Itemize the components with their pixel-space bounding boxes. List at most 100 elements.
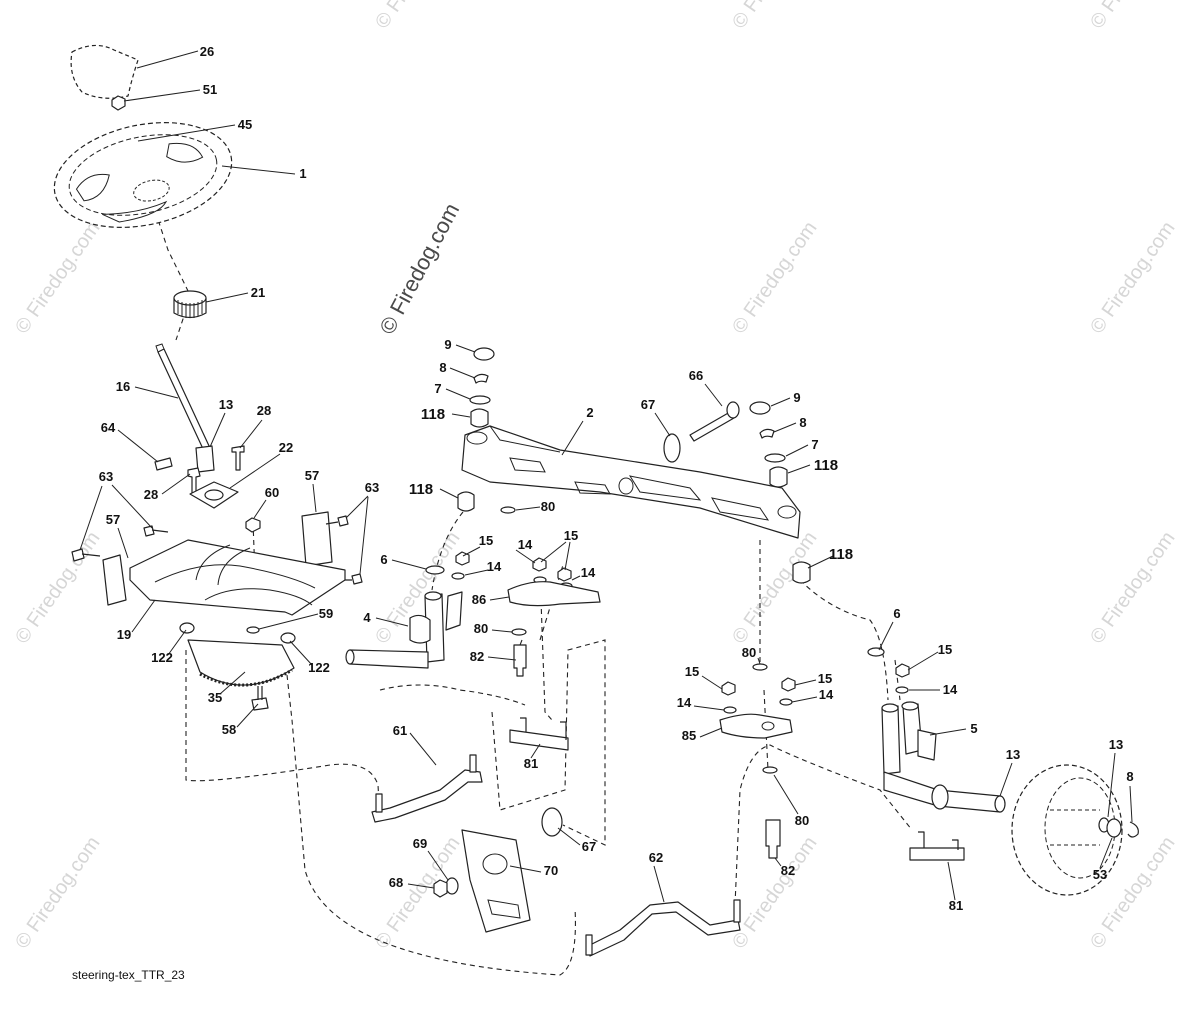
callout-label: 61 [393, 723, 407, 738]
steering-arm-right [719, 713, 793, 739]
callout-label: 4 [363, 610, 371, 625]
pivot-plate [461, 829, 531, 933]
callout-label: 57 [106, 512, 120, 527]
callout-label: 82 [470, 649, 484, 664]
bolt [71, 548, 101, 562]
callout-label: 51 [203, 82, 217, 97]
callout-label: 86 [472, 592, 486, 607]
watermark: © Firedog.com [11, 218, 104, 338]
steering-shaft [155, 343, 211, 452]
callout-label: 8 [799, 415, 806, 430]
callout-label: 14 [518, 537, 533, 552]
callout-label: 15 [564, 528, 578, 543]
callout-label: 28 [257, 403, 271, 418]
hex-nut [455, 551, 470, 566]
washer [445, 877, 459, 895]
washer [762, 766, 778, 774]
flange-bearing [189, 481, 239, 509]
callout-label: 62 [649, 850, 663, 865]
callout-label: 45 [238, 117, 252, 132]
callout-label: 26 [200, 44, 214, 59]
callout-label: 13 [1006, 747, 1020, 762]
callout-label: 21 [251, 285, 265, 300]
callout-label: 14 [819, 687, 834, 702]
callout-label: 81 [949, 898, 963, 913]
callout-label: 14 [943, 682, 958, 697]
callout-label: 15 [479, 533, 493, 548]
callout-label: 118 [829, 546, 853, 563]
hex-nut [111, 95, 126, 111]
callout-label: 16 [116, 379, 130, 394]
callout-label: 5 [970, 721, 977, 736]
pivot-bolt [689, 411, 735, 442]
callout-label: 14 [487, 559, 502, 574]
callout-label: 2 [586, 405, 593, 420]
callout-label: 35 [208, 690, 222, 705]
steering-wheel [53, 122, 233, 228]
callout-label: 80 [742, 645, 756, 660]
washer [752, 663, 768, 671]
drag-link-end [909, 831, 965, 861]
washer [469, 395, 491, 405]
callout-label: 80 [795, 813, 809, 828]
drag-link [587, 901, 741, 957]
washer [1106, 818, 1122, 838]
drag-link-end [733, 899, 741, 923]
bushing [179, 622, 195, 634]
bushing [769, 466, 788, 488]
washer [511, 628, 527, 636]
washer [764, 453, 786, 463]
arm-hole [761, 721, 775, 731]
e-clip [1127, 821, 1139, 838]
callout-label: 28 [144, 487, 158, 502]
bushing [457, 491, 475, 512]
pinion-gear [195, 445, 215, 473]
callout-label: 15 [818, 671, 832, 686]
callout-label: 63 [365, 480, 379, 495]
callout-label: 6 [893, 606, 900, 621]
watermark: © Firedog.com [371, 0, 464, 33]
clip [759, 428, 775, 439]
callout-label: 15 [685, 664, 699, 679]
bolt [231, 445, 245, 471]
bolt [325, 515, 349, 527]
callout-label: 6 [380, 552, 387, 567]
callout-label: 68 [389, 875, 403, 890]
washer [867, 647, 885, 657]
callout-label: 14 [581, 565, 596, 580]
tie-rod-end [375, 793, 383, 813]
callout-label: 70 [544, 863, 558, 878]
callout-label: 85 [682, 728, 696, 743]
washer [994, 795, 1006, 813]
watermark: © Firedog.com [728, 218, 821, 338]
lock-washer [895, 686, 909, 694]
watermark: © Firedog.com [11, 528, 104, 648]
hex-nut [721, 681, 736, 696]
hex-nut [895, 663, 910, 678]
callout-label: 67 [641, 397, 655, 412]
bushing [792, 561, 811, 584]
callout-label: 14 [677, 695, 692, 710]
front-axle [461, 425, 801, 539]
clip [473, 373, 489, 384]
callout-label: 66 [689, 368, 703, 383]
callout-label: 22 [279, 440, 293, 455]
watermark: © Firedog.com [1086, 528, 1179, 648]
callout-label: 7 [811, 437, 818, 452]
sector-gear [187, 639, 295, 687]
callout-label: 60 [265, 485, 279, 500]
callout-label: 122 [151, 650, 173, 665]
callout-label: 81 [524, 756, 538, 771]
hex-nut [532, 557, 547, 572]
clip [154, 457, 173, 471]
hex-nut [557, 567, 572, 582]
callout-label: 13 [1109, 737, 1123, 752]
watermark: © Firedog.com [1086, 218, 1179, 338]
callout-label: 63 [99, 469, 113, 484]
steering-arm-left [507, 581, 601, 607]
washer [425, 565, 445, 575]
bushing [280, 632, 296, 644]
callout-label: 13 [219, 397, 233, 412]
left-spindle [345, 591, 463, 669]
pivot-washer [663, 433, 681, 463]
